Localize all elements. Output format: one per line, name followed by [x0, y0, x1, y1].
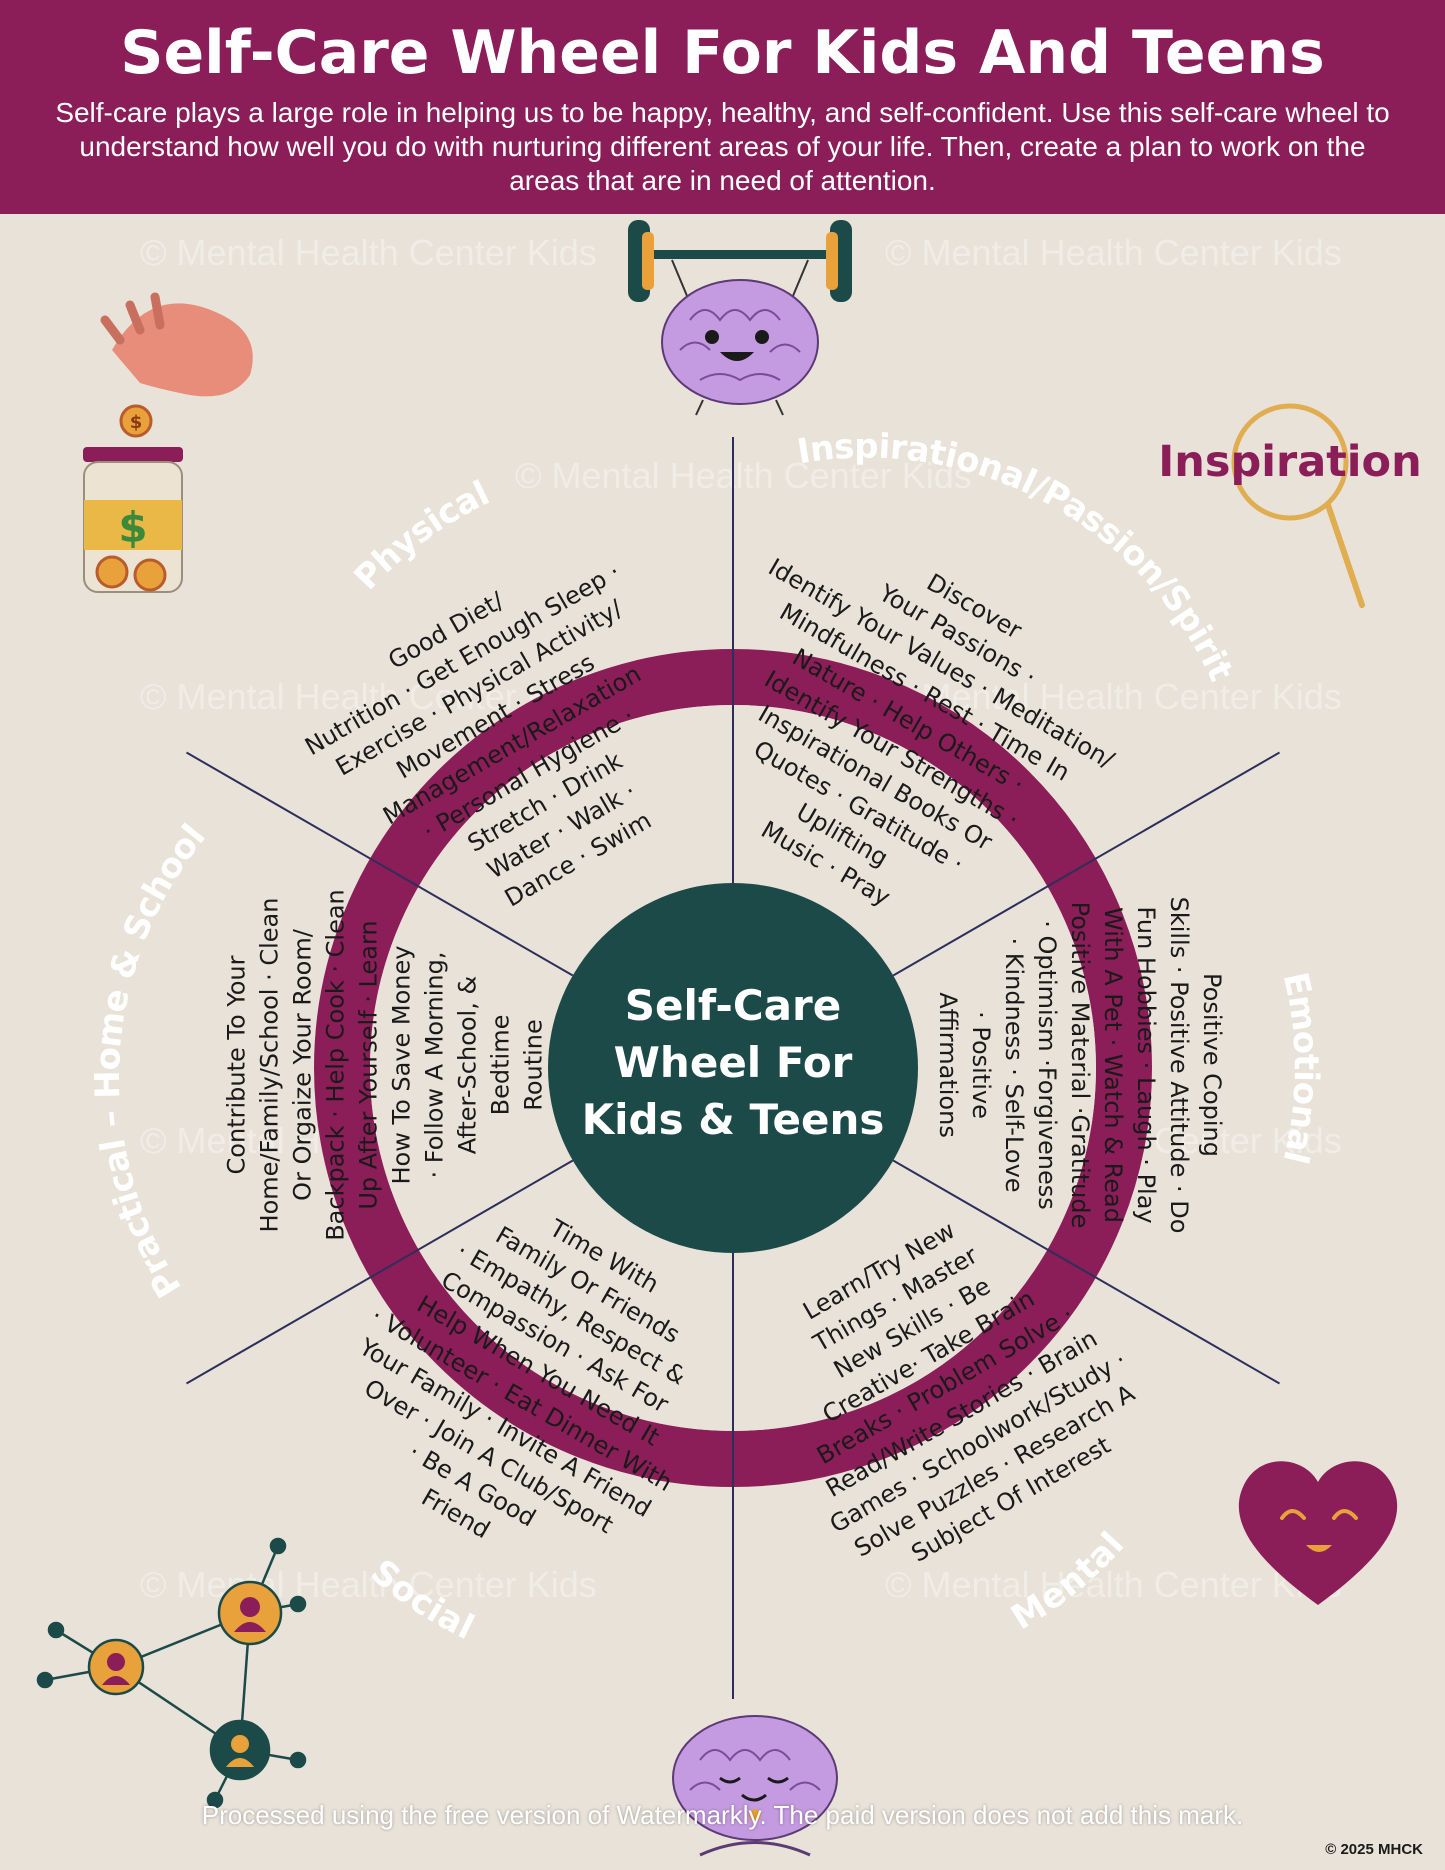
segment-item-line: Contribute To Your [223, 955, 251, 1174]
segment-item-line: Affirmations [934, 992, 962, 1138]
wheel-center-hub [548, 883, 918, 1253]
inspiration-magnifier-icon [1231, 403, 1365, 608]
coin-dollar-sign: $ [130, 412, 143, 433]
page-subtitle: Self-care plays a large role in helping … [55, 97, 1390, 196]
center-title-line: Kids & Teens [582, 1095, 885, 1144]
segment-item-line: Backpack · Help Cook · Clean [322, 889, 350, 1241]
segment-item-line: Routine [520, 1019, 548, 1111]
copyright-text: © 2025 MHCK [1325, 1841, 1423, 1858]
segment-item-line: · Positive [967, 1011, 995, 1119]
wheel-dividers [186, 437, 1280, 1699]
watermark-notice: Processed using the free version of Wate… [201, 1800, 1244, 1830]
segment-item-line: After-School, & [454, 976, 482, 1154]
segment-item-line: Positive Material ·Gratitude [1066, 902, 1094, 1229]
segment-item-line: Bedtime [487, 1015, 515, 1116]
brain-meditating-icon [672, 1715, 838, 1857]
jar-dollar-sign: $ [118, 503, 147, 552]
segment-item-line: · Follow A Morning, [421, 951, 449, 1178]
segment-item-line: How To Save Money [388, 946, 416, 1185]
brain-lifting-icon [628, 220, 852, 416]
inspiration-label: Inspiration [1158, 437, 1421, 487]
page-title: Self-Care Wheel For Kids And Teens [120, 18, 1325, 88]
segment-item-line: Positive Coping [1198, 973, 1226, 1157]
segment-label-practical: Practical – Home & School [88, 817, 214, 1305]
segment-item-line: · Kindness · Self-Love [1000, 937, 1028, 1192]
segment-item-line: Up After Yourself · Learn [355, 920, 383, 1209]
segment-item-line: · Optimism ·Forgiveness [1033, 920, 1061, 1210]
header-banner: Self-Care Wheel For Kids And Teens Self-… [0, 0, 1445, 214]
segment-item-line: Fun Hobbies · Laugh · Play [1132, 906, 1160, 1223]
center-title-line: Self-Care [625, 981, 841, 1030]
heart-smile-icon [1238, 1461, 1398, 1605]
segment-item-line: Or Orgaize Your Room/ [289, 928, 317, 1201]
savings-jar-icon: $ $ [83, 292, 253, 593]
center-title-line: Wheel For [614, 1038, 853, 1087]
social-network-icon [36, 1537, 307, 1809]
segment-label-social: Social [363, 1552, 480, 1648]
segment-label-mental: Mental [1004, 1525, 1132, 1639]
segment-item-line: Skills · Positive Attitude · Do [1165, 897, 1193, 1234]
segment-label-emotional: Emotional [1275, 969, 1326, 1168]
segment-item-line: Home/Family/School · Clean [256, 898, 284, 1233]
segment-label-physical: Physical [346, 473, 495, 598]
segment-item-line: With A Pet · Watch & Read [1099, 907, 1127, 1223]
